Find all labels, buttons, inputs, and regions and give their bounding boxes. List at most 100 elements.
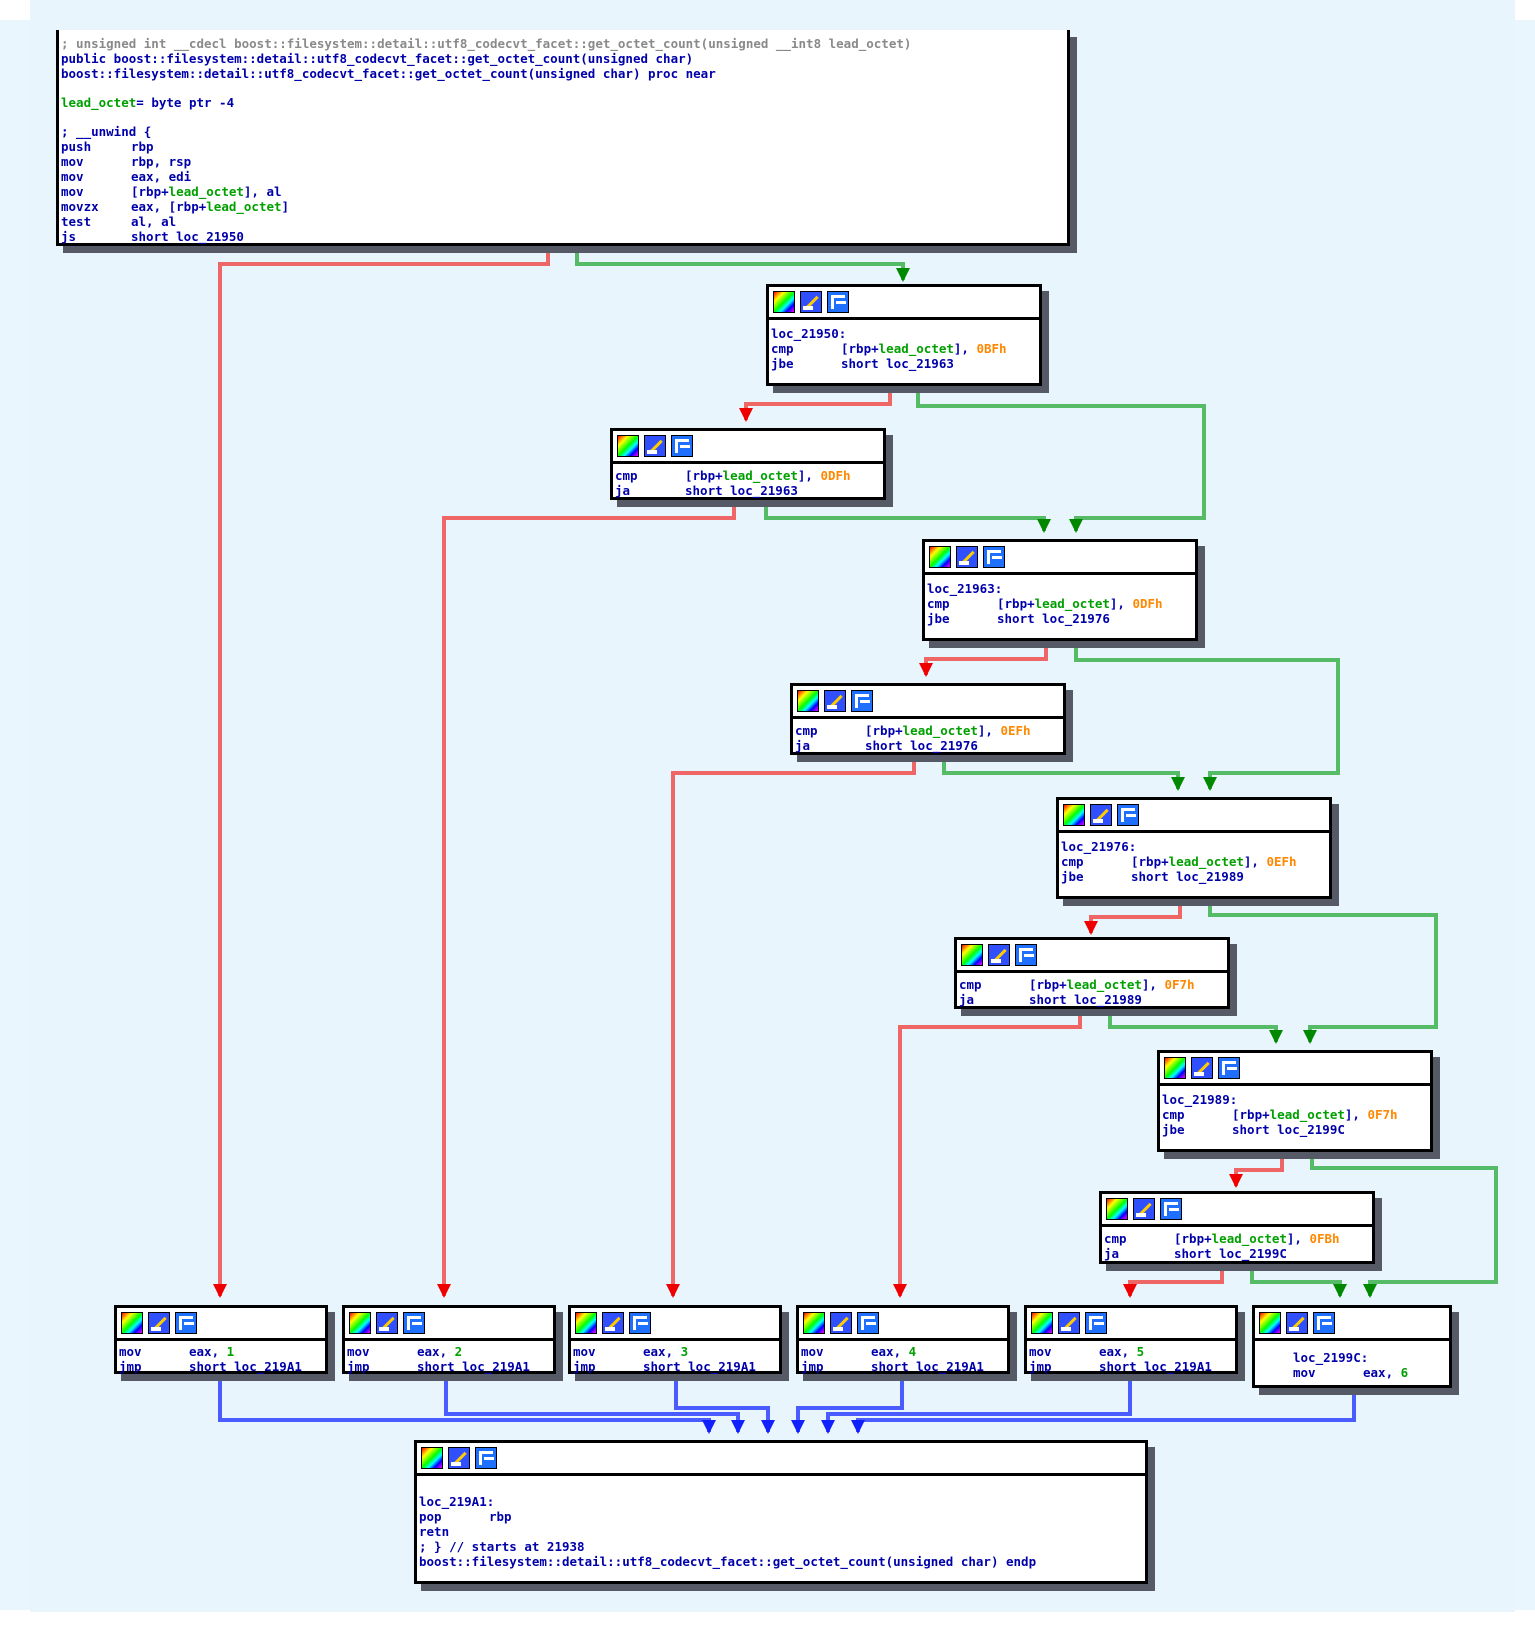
arrow-ret1: [213, 1284, 227, 1298]
arrow-ret4: [893, 1284, 907, 1298]
rename-pencil-icon[interactable]: [148, 1312, 170, 1334]
graph-color-icon[interactable]: [803, 1312, 825, 1334]
graph-color-icon[interactable]: [349, 1312, 371, 1334]
instruction: cmp[rbp+lead_octet], 0BFh: [771, 341, 1007, 356]
edge-true-entry: [575, 244, 905, 280]
instruction: cmp[rbp+lead_octet], 0F7h: [1162, 1107, 1398, 1122]
block-label: loc_21950:: [771, 326, 847, 341]
graph-color-icon[interactable]: [1259, 1312, 1281, 1334]
rename-pencil-icon[interactable]: [830, 1312, 852, 1334]
rename-pencil-icon[interactable]: [376, 1312, 398, 1334]
rename-pencil-icon[interactable]: [1286, 1312, 1308, 1334]
goto-address-icon[interactable]: [403, 1312, 425, 1334]
graph-color-icon[interactable]: [797, 690, 819, 712]
block-loc-21950[interactable]: loc_21950: cmp[rbp+lead_octet], 0BFh jbe…: [766, 284, 1042, 386]
rename-pencil-icon[interactable]: [1191, 1057, 1213, 1079]
arrow-n1: [896, 268, 910, 282]
rename-pencil-icon[interactable]: [800, 291, 822, 313]
entry-block[interactable]: ; unsigned int __cdecl boost::filesystem…: [56, 30, 1070, 246]
rename-pencil-icon[interactable]: [1133, 1198, 1155, 1220]
arrow-n5a: [1171, 777, 1185, 791]
graph-color-icon[interactable]: [1164, 1057, 1186, 1079]
arrow-fin4: [791, 1420, 805, 1434]
function-proc-decl: boost::filesystem::detail::utf8_codecvt_…: [61, 66, 716, 81]
goto-address-icon[interactable]: [475, 1447, 497, 1469]
block-toolbar: [957, 940, 1227, 973]
goto-address-icon[interactable]: [851, 690, 873, 712]
edge-false-n4: [671, 753, 916, 1296]
graph-color-icon[interactable]: [961, 944, 983, 966]
rename-pencil-icon[interactable]: [988, 944, 1010, 966]
graph-color-icon[interactable]: [773, 291, 795, 313]
rename-pencil-icon[interactable]: [448, 1447, 470, 1469]
edge-true-n6: [1108, 1007, 1278, 1042]
edge-false-n8: [1128, 1262, 1224, 1296]
goto-address-icon[interactable]: [629, 1312, 651, 1334]
arrow-n3b: [1069, 519, 1083, 533]
graph-color-icon[interactable]: [421, 1447, 443, 1469]
block-toolbar: [1059, 800, 1329, 833]
goto-address-icon[interactable]: [1313, 1312, 1335, 1334]
graph-color-icon[interactable]: [121, 1312, 143, 1334]
arrow-ret5: [1123, 1284, 1137, 1298]
rename-pencil-icon[interactable]: [1090, 804, 1112, 826]
goto-address-icon[interactable]: [1160, 1198, 1182, 1220]
goto-address-icon[interactable]: [857, 1312, 879, 1334]
arrow-n6: [1084, 921, 1098, 935]
block-toolbar: [1027, 1308, 1235, 1341]
edge-true-n2: [764, 498, 1046, 531]
arrow-n8: [1229, 1174, 1243, 1188]
rename-pencil-icon[interactable]: [956, 546, 978, 568]
goto-address-icon[interactable]: [1015, 944, 1037, 966]
block-label: loc_21963:: [927, 581, 1003, 596]
edge-false-n5: [1089, 897, 1182, 933]
graph-color-icon[interactable]: [1031, 1312, 1053, 1334]
rename-pencil-icon[interactable]: [824, 690, 846, 712]
goto-address-icon[interactable]: [175, 1312, 197, 1334]
graph-color-icon[interactable]: [929, 546, 951, 568]
graph-color-icon[interactable]: [575, 1312, 597, 1334]
graph-color-icon[interactable]: [617, 435, 639, 457]
edge-true-n4: [942, 753, 1180, 789]
edge-true-n3: [1074, 639, 1340, 789]
goto-address-icon[interactable]: [827, 291, 849, 313]
rename-pencil-icon[interactable]: [644, 435, 666, 457]
block-loc-21989[interactable]: loc_21989: cmp[rbp+lead_octet], 0F7h jbe…: [1157, 1050, 1433, 1152]
goto-address-icon[interactable]: [983, 546, 1005, 568]
block-label: loc_21989:: [1162, 1092, 1238, 1107]
goto-address-icon[interactable]: [1218, 1057, 1240, 1079]
rename-pencil-icon[interactable]: [1058, 1312, 1080, 1334]
graph-color-icon[interactable]: [1106, 1198, 1128, 1220]
goto-address-icon[interactable]: [1117, 804, 1139, 826]
block-toolbar: [799, 1308, 1007, 1341]
graph-color-icon[interactable]: [1063, 804, 1085, 826]
block-loc-21976[interactable]: loc_21976: cmp[rbp+lead_octet], 0EFh jbe…: [1056, 797, 1332, 899]
block-loc-21963[interactable]: loc_21963: cmp[rbp+lead_octet], 0DFh jbe…: [922, 539, 1198, 641]
block-toolbar: [345, 1308, 553, 1341]
rename-pencil-icon[interactable]: [602, 1312, 624, 1334]
goto-address-icon[interactable]: [671, 435, 693, 457]
function-public-decl: public boost::filesystem::detail::utf8_c…: [61, 51, 694, 66]
goto-address-icon[interactable]: [1085, 1312, 1107, 1334]
